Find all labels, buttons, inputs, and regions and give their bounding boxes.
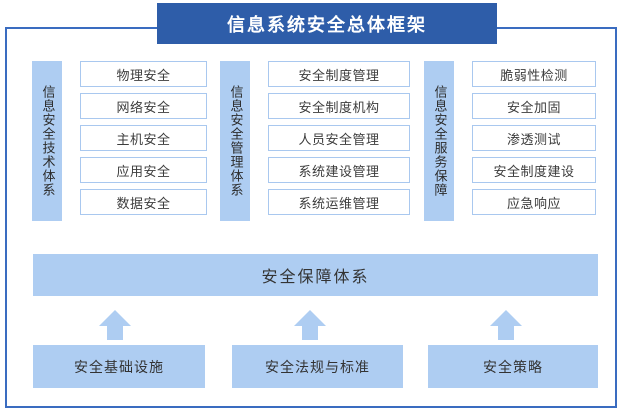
item-box[interactable]: 安全加固 [472,93,596,119]
pillar-label-technical: 信息安全技术体系 [32,61,62,221]
up-arrow-icon [293,309,327,341]
item-box[interactable]: 安全制度建设 [472,157,596,183]
up-arrow-icon [98,309,132,341]
pillar-items-management: 安全制度管理 安全制度机构 人员安全管理 系统建设管理 系统运维管理 [268,61,410,215]
item-box[interactable]: 主机安全 [80,125,207,151]
up-arrow-icon [489,309,523,341]
diagram-frame [5,27,617,408]
pillar-items-service: 脆弱性检测 安全加固 渗透测试 安全制度建设 应急响应 [472,61,596,215]
pillar-management-system: 信息安全管理体系 安全制度管理 安全制度机构 人员安全管理 系统建设管理 系统运… [220,44,410,234]
pillar-service-guarantee: 信息安全服务保障 脆弱性检测 安全加固 渗透测试 安全制度建设 应急响应 [424,44,596,234]
item-box[interactable]: 系统建设管理 [268,157,410,183]
foundation-box-regulations[interactable]: 安全法规与标准 [232,345,403,388]
pillars-row: 信息安全技术体系 物理安全 网络安全 主机安全 应用安全 数据安全 信息安全管理… [0,44,624,244]
item-box[interactable]: 脆弱性检测 [472,61,596,87]
item-box[interactable]: 安全制度机构 [268,93,410,119]
item-box[interactable]: 数据安全 [80,189,207,215]
item-box[interactable]: 网络安全 [80,93,207,119]
item-box[interactable]: 物理安全 [80,61,207,87]
pillar-technical-system: 信息安全技术体系 物理安全 网络安全 主机安全 应用安全 数据安全 [32,44,207,234]
foundation-box-infrastructure[interactable]: 安全基础设施 [33,345,205,388]
item-box[interactable]: 应用安全 [80,157,207,183]
pillar-label-management: 信息安全管理体系 [220,61,250,221]
pillar-label-service: 信息安全服务保障 [424,61,454,221]
diagram-title: 信息系统安全总体框架 [157,3,497,44]
item-box[interactable]: 渗透测试 [472,125,596,151]
foundation-box-policy[interactable]: 安全策略 [428,345,598,388]
item-box[interactable]: 人员安全管理 [268,125,410,151]
security-guarantee-bar: 安全保障体系 [33,254,598,296]
item-box[interactable]: 安全制度管理 [268,61,410,87]
item-box[interactable]: 应急响应 [472,189,596,215]
item-box[interactable]: 系统运维管理 [268,189,410,215]
pillar-items-technical: 物理安全 网络安全 主机安全 应用安全 数据安全 [80,61,207,215]
